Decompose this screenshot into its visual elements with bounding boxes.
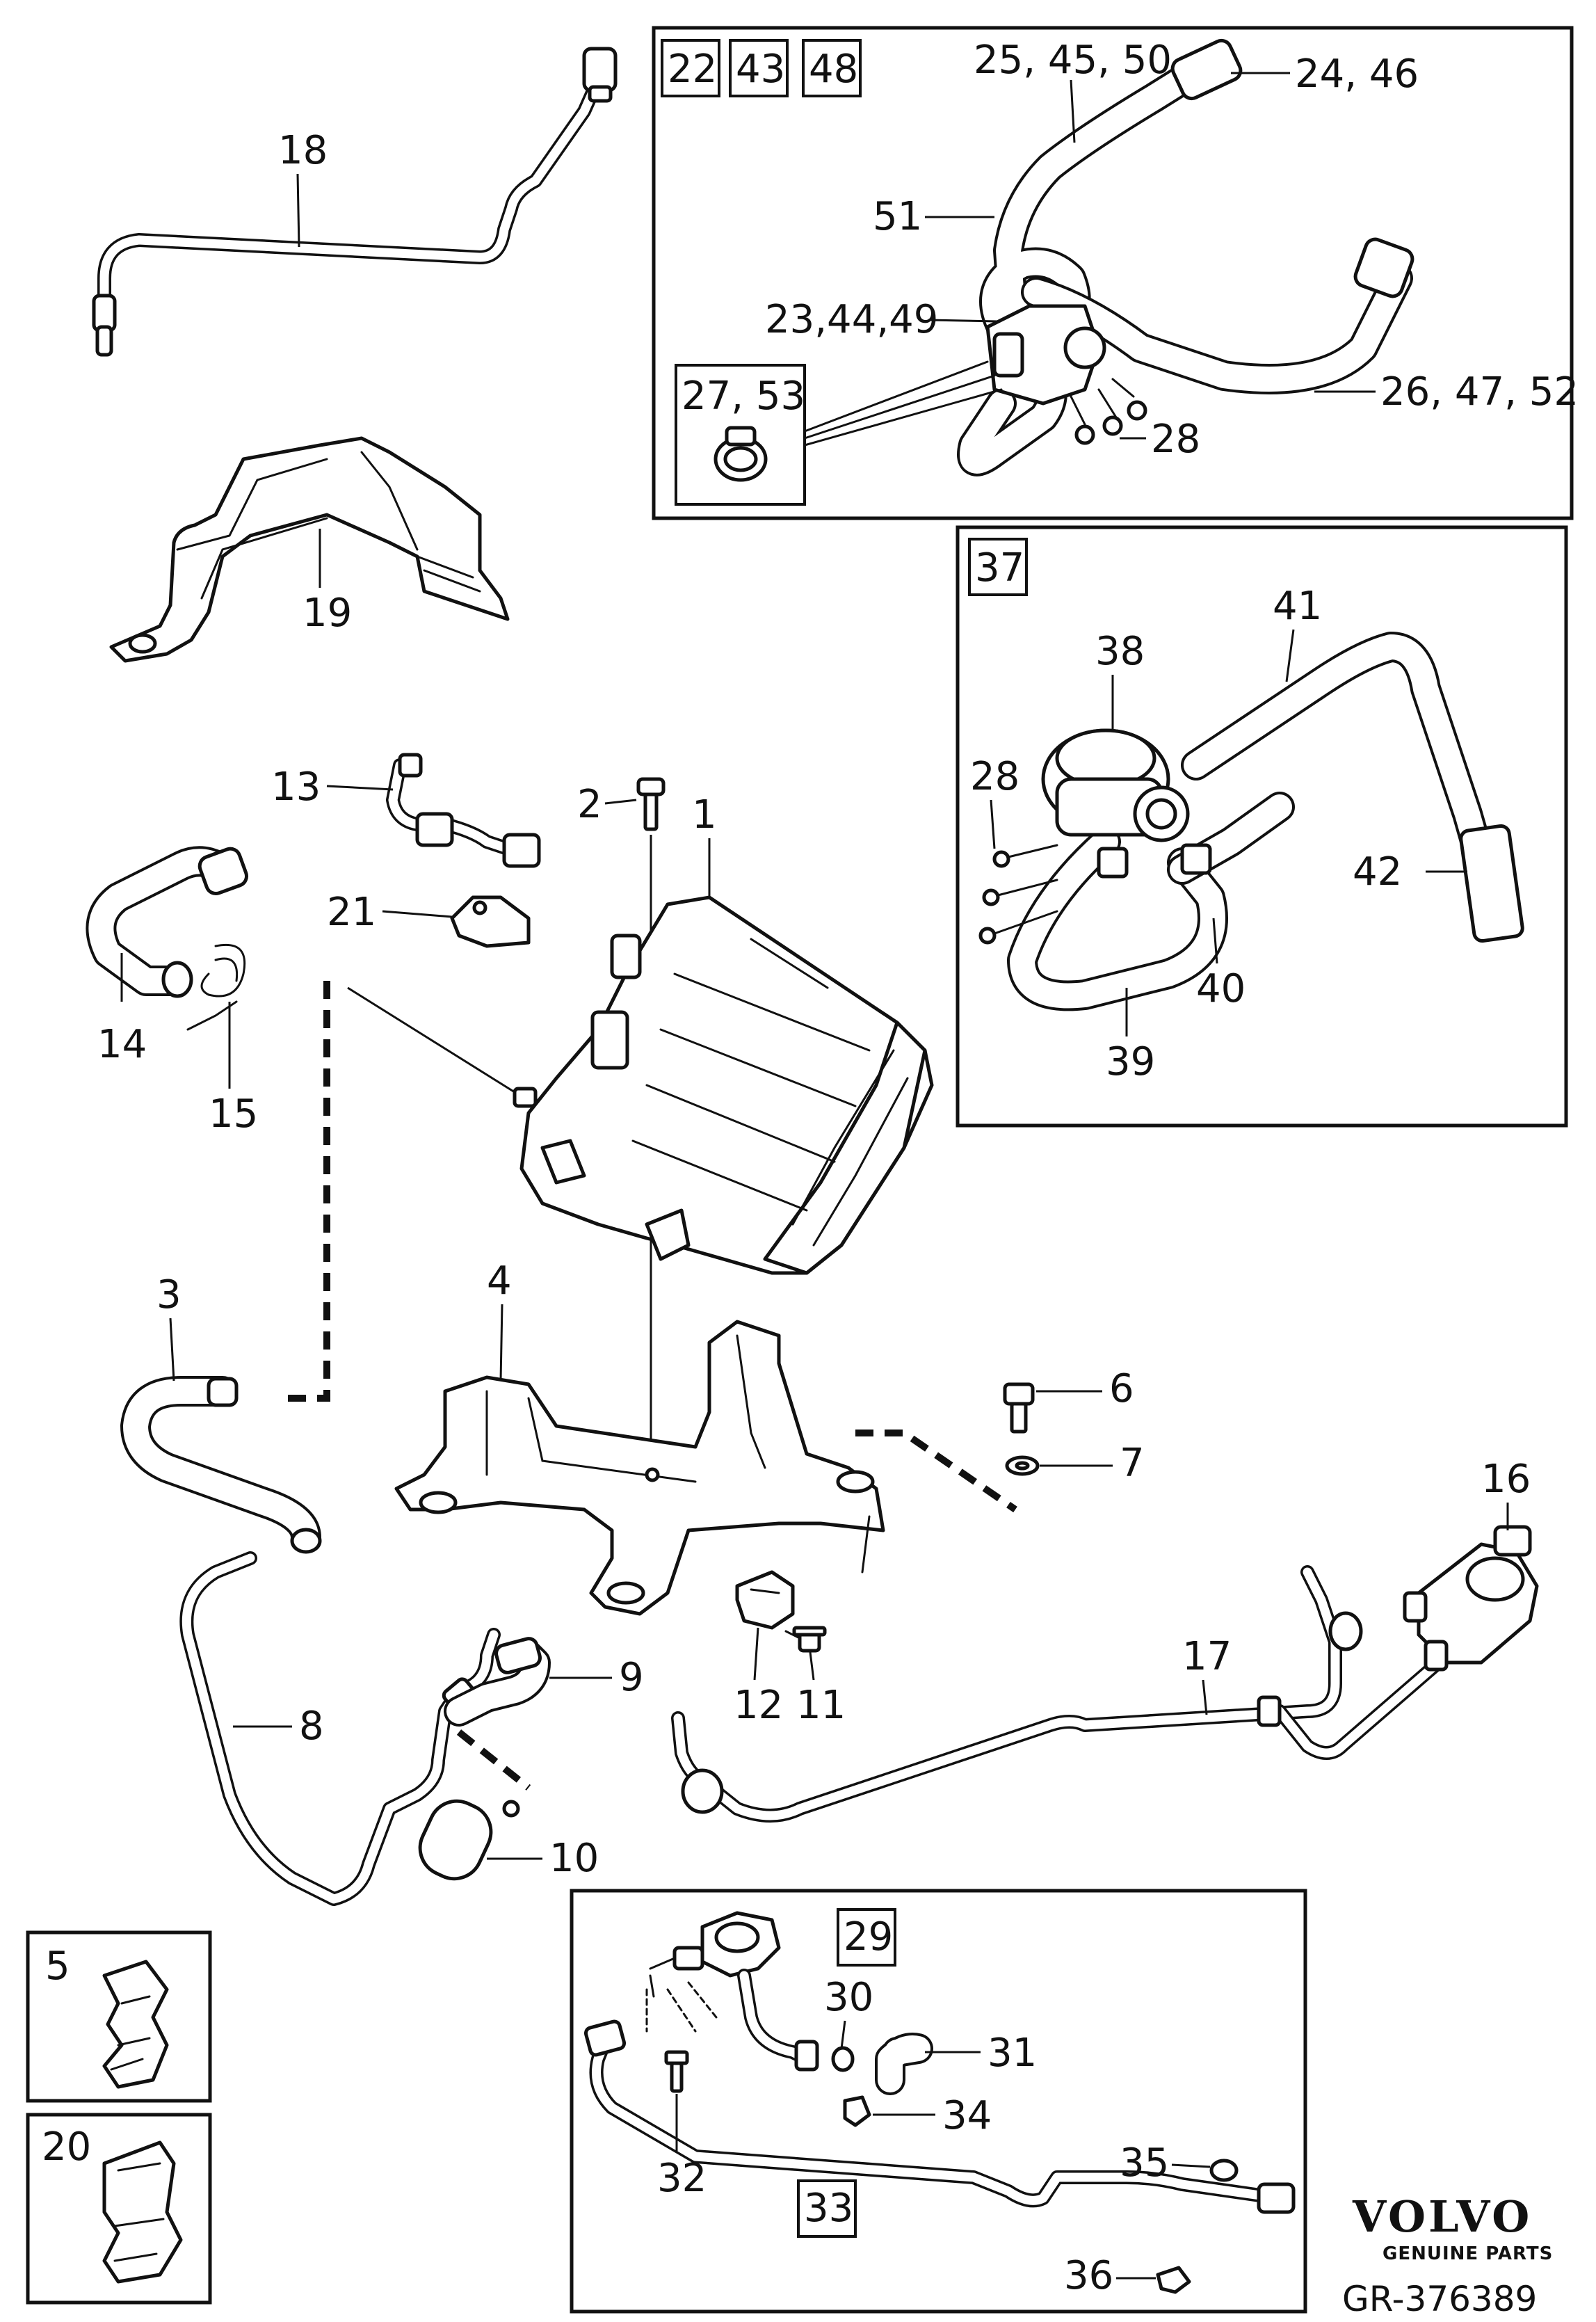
part-3-hose [120,1376,322,1554]
callout-28-top: 28 [1151,417,1200,462]
callout-16: 16 [1481,1457,1531,1502]
callout-36: 36 [1064,2253,1113,2298]
callout-32: 32 [657,2156,707,2201]
part-19-bracket [109,436,510,663]
boxed-43: 43 [736,47,785,92]
callout-14: 14 [97,1022,147,1067]
part-6-bolt [1003,1382,1035,1434]
callout-11: 11 [796,1683,846,1728]
dashed-link-9-10 [456,1729,531,1791]
box-48 [802,39,862,97]
callout-3: 3 [156,1272,182,1318]
part-51-hose-assembly [957,38,1414,477]
callout-2: 2 [577,782,602,827]
part-12-clip [735,1570,795,1630]
callout-6: 6 [1109,1366,1134,1411]
callout-35: 35 [1120,2140,1169,2186]
callout-17: 17 [1182,1634,1232,1679]
frame-purge-valve [956,525,1568,1128]
boxed-48: 48 [809,47,858,92]
box-33 [797,2179,857,2238]
box-22 [661,39,720,97]
callout-31: 31 [988,2031,1037,2076]
callout-10: 10 [549,1836,599,1881]
part-7-washer [1005,1455,1040,1476]
part-17-pipe [671,1565,1453,1823]
frame-part-5 [26,1930,212,2103]
part-20-clip [102,2140,183,2284]
callout-15: 15 [209,1091,258,1137]
callout-7: 7 [1120,1441,1145,1486]
leader-1-to-dash [347,986,515,1094]
boxed-22: 22 [668,47,717,92]
callout-9: 9 [619,1655,644,1700]
brand-tagline: GENUINE PARTS [1383,2243,1553,2264]
dashed-link-6-7 [855,1430,1017,1513]
callout-13: 13 [271,764,321,810]
callout-8: 8 [299,1704,324,1749]
callout-28-right: 28 [970,754,1019,799]
callout-41: 41 [1273,584,1322,629]
callout-39: 39 [1106,1039,1155,1084]
part-9-hose [444,1637,551,1727]
callout-30: 30 [824,1975,873,2020]
part-14-hose [86,846,249,998]
part-13-pipe [386,753,541,868]
callout-1: 1 [692,792,717,838]
diagram-reference: GR-376389 [1342,2279,1537,2319]
part-18-pipe [92,47,618,357]
callout-38: 38 [1095,629,1145,674]
brand-name: VOLVO [1352,2191,1532,2242]
part-15-clamp [186,943,246,1031]
part-36-clip [1156,2266,1191,2294]
part-32-screw [664,2050,689,2093]
callout-26-47-52: 26, 47, 52 [1380,369,1579,415]
callout-23-44-49: 23,44,49 [765,297,938,342]
dashed-link-3 [278,981,330,1402]
box-37 [968,538,1028,596]
callout-18: 18 [278,128,328,173]
part-4-bracket [394,1320,885,1616]
callout-34: 34 [942,2093,992,2138]
frame-evap-valve-kit [652,26,1574,520]
box-43 [729,39,789,97]
boxed-20: 20 [42,2124,91,2170]
callout-12: 12 [734,1683,783,1728]
part-11-screw [784,1626,827,1653]
callout-25-45-50: 25, 45, 50 [974,38,1172,83]
callout-42: 42 [1353,849,1402,895]
frame-sensor-kit [570,1889,1307,2314]
callout-21: 21 [327,890,376,935]
part-10-filter [418,1799,520,1881]
boxed-33: 33 [804,2186,853,2231]
part-29-33-sensor-pipe [583,1911,1296,2214]
frame-part-20 [26,2113,212,2305]
boxed-29: 29 [844,1914,893,1960]
part-37-purge-valve-assembly [978,632,1524,1011]
clamp-pointer-lines [803,360,1003,447]
callout-24-46: 24, 46 [1295,51,1419,97]
part-30-ring [831,2046,855,2072]
boxed-27-53: 27, 53 [682,374,805,419]
part-31-hose [875,2033,933,2095]
part-16-pressure-sensor [1403,1525,1539,1672]
part-27-53-clamp [714,426,768,482]
callout-40: 40 [1196,966,1246,1011]
callout-4: 4 [487,1258,512,1304]
part-21-bracket [450,895,531,948]
part-1-evap-canister [513,895,934,1275]
part-5-clip [102,1960,169,2089]
part-34-clip [843,2095,871,2127]
boxed-5: 5 [45,1944,70,1989]
part-35-cap [1209,2159,1239,2182]
boxed-37: 37 [975,545,1024,591]
box-29 [837,1908,896,1967]
callout-19: 19 [303,591,352,636]
callout-51: 51 [873,194,922,239]
